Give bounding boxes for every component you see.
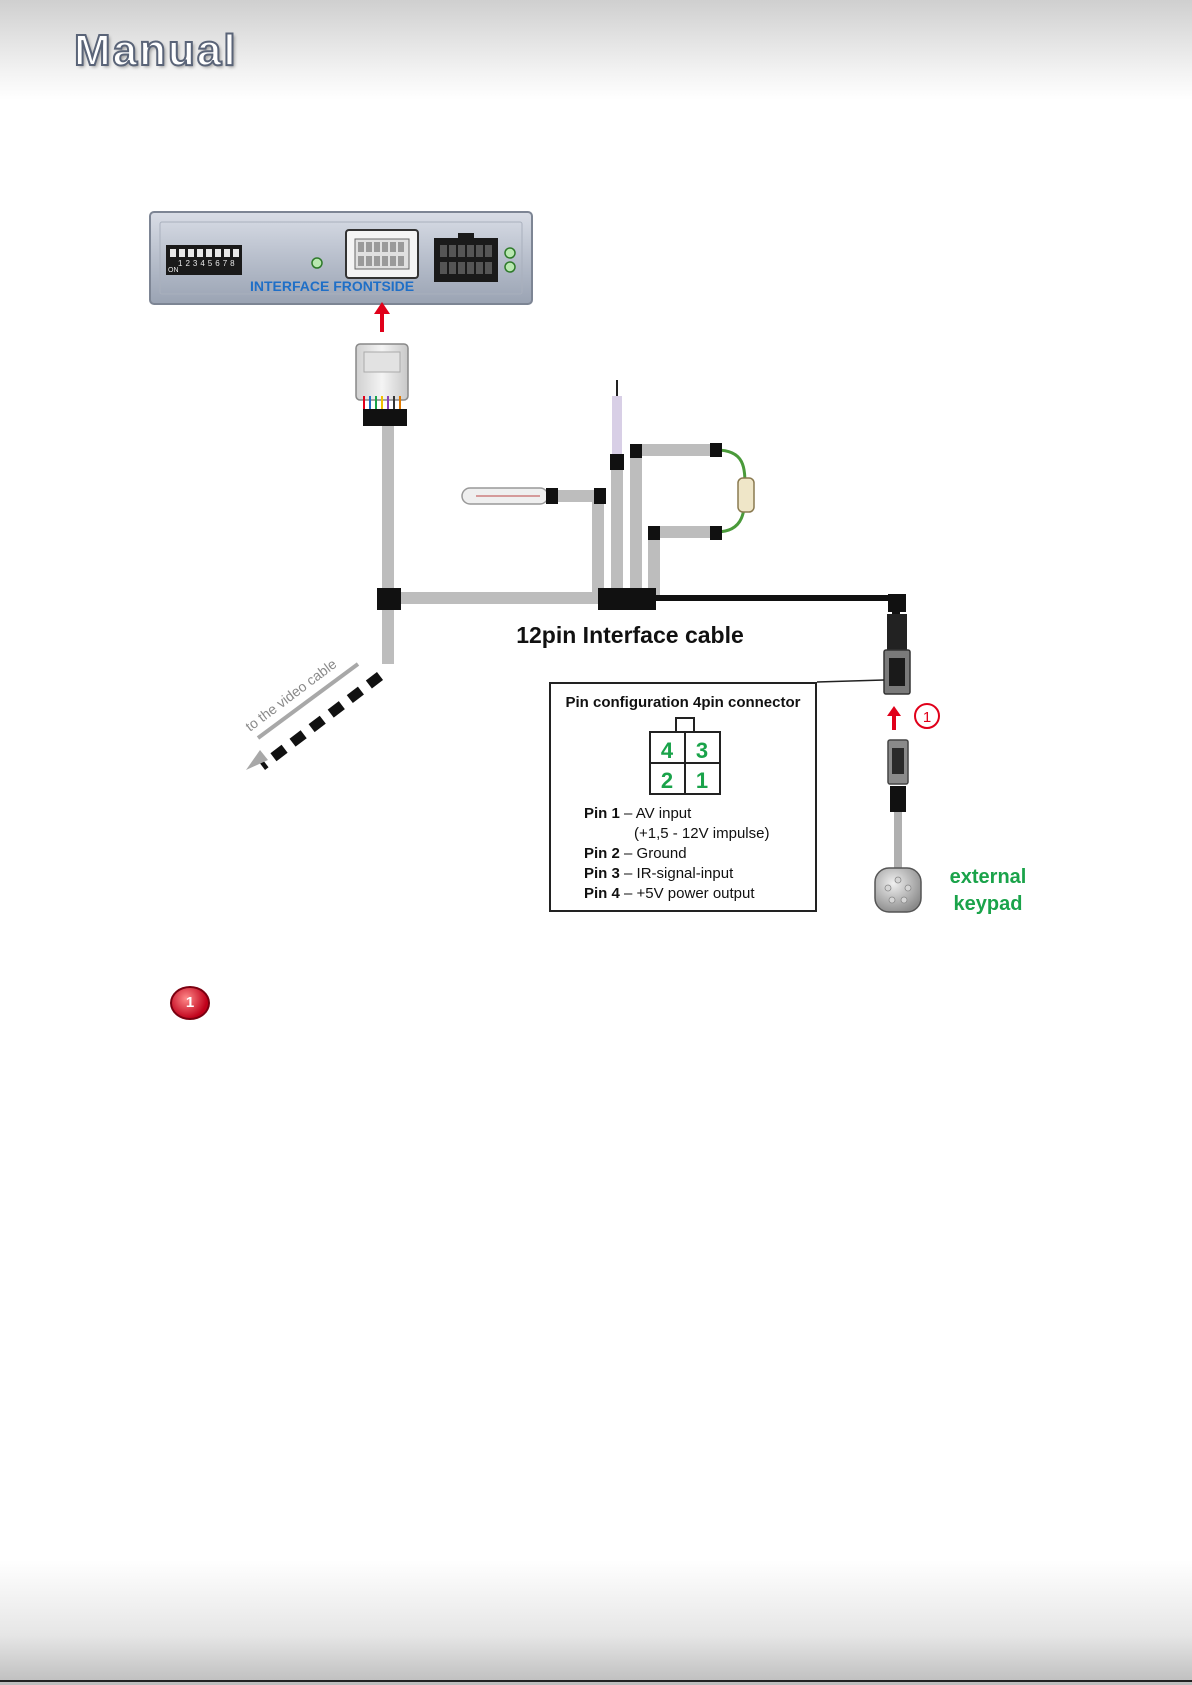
pin-row: Pin 3 – IR-signal-input (584, 864, 769, 884)
keypad-label-line2: keypad (954, 893, 1023, 915)
dip-numbers: 12345678 (178, 259, 238, 268)
red-arrow-up-icon (374, 302, 390, 332)
pin-row: (+1,5 - 12V impulse) (584, 824, 769, 844)
fuse-holder (716, 450, 754, 532)
pin-desc: – +5V power output (620, 885, 755, 902)
led-indicator (505, 262, 515, 272)
footer-line (0, 1680, 1192, 1682)
pin-cell: 4 (661, 738, 674, 763)
frontside-12pin-socket (346, 230, 418, 278)
interface-front-panel: ON 12345678 INTERFACE FRONTSIDE (150, 212, 532, 304)
pin-desc: – Ground (620, 845, 687, 862)
pin-name: Pin 1 (584, 805, 620, 822)
step-badge: 1 (915, 704, 939, 728)
keypad-label-line1: external (950, 866, 1027, 888)
12pin-plug (356, 344, 408, 426)
pin-row: Pin 4 – +5V power output (584, 884, 769, 904)
pin-list: Pin 1 – AV input (+1,5 - 12V impulse) Pi… (584, 804, 769, 904)
pin-cell: 2 (661, 768, 673, 793)
video-cable-label: to the video cable (242, 655, 339, 734)
dip-on-label: ON (168, 267, 179, 274)
pin-cell: 3 (696, 738, 708, 763)
interface-frontside-label: INTERFACE FRONTSIDE (250, 278, 414, 294)
pin-name: Pin 2 (584, 845, 620, 862)
led-indicator (505, 248, 515, 258)
pin-config-title: Pin configuration 4pin connector (551, 694, 815, 711)
page-footer (0, 1560, 1192, 1685)
pin-name: Pin 4 (584, 885, 620, 902)
led-indicator (312, 258, 322, 268)
flat-plug (462, 488, 548, 504)
video-cable-pointer: to the video cable (242, 655, 380, 770)
note-badge: 1 (170, 986, 210, 1020)
pin-row: Pin 1 – AV input (584, 804, 769, 824)
pin-desc: (+1,5 - 12V impulse) (634, 825, 769, 842)
pin-name: Pin 3 (584, 865, 620, 882)
keypad-cable (888, 740, 908, 868)
step-badge-number: 1 (923, 709, 931, 726)
pin-config-box: Pin configuration 4pin connector 4 3 2 1… (549, 682, 817, 912)
red-arrow-up-icon (887, 706, 901, 730)
4pin-connector (817, 650, 910, 694)
external-keypad-icon (875, 868, 921, 912)
pin-desc: – AV input (620, 805, 691, 822)
right-socket (434, 233, 498, 282)
pin-desc: – IR-signal-input (620, 865, 733, 882)
pin-cell: 1 (696, 768, 708, 793)
dip-switch: ON 12345678 (166, 245, 242, 275)
4pin-diagram: 4 3 2 1 (646, 716, 724, 800)
pin-row: Pin 2 – Ground (584, 844, 769, 864)
cable-label: 12pin Interface cable (516, 622, 744, 648)
